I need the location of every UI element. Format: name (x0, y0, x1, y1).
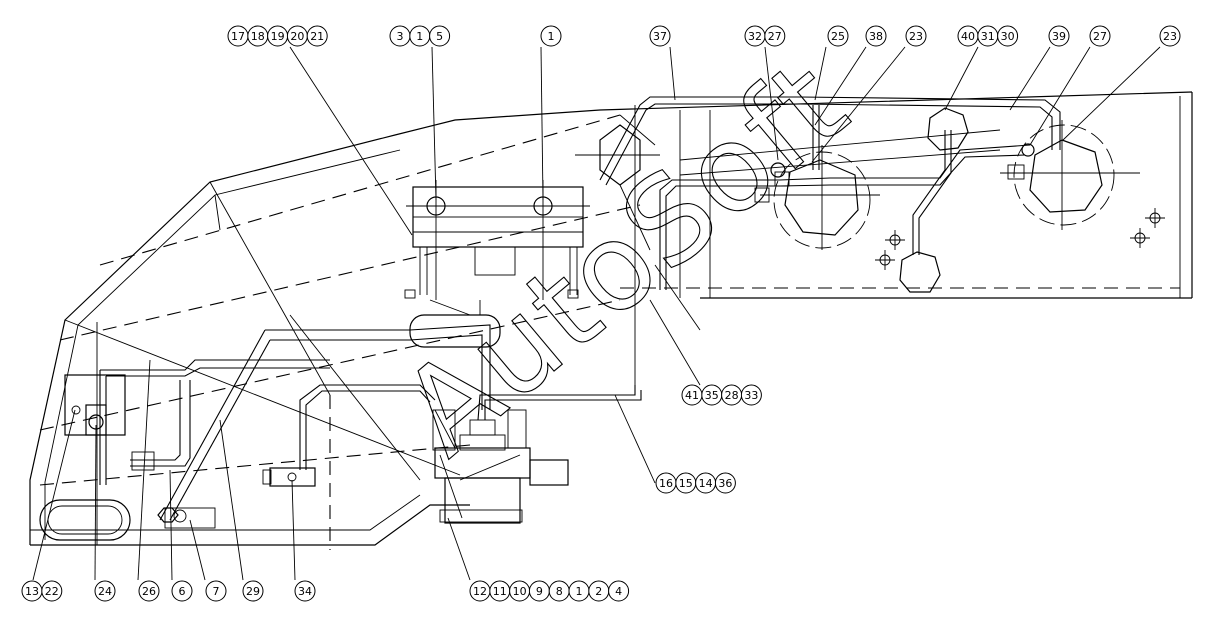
callout-label: 25 (831, 30, 845, 43)
callout-c-bot-3: 26 (138, 580, 160, 602)
callout-label: 23 (909, 30, 923, 43)
callout-label: 4 (615, 585, 622, 598)
callout-c-top-7: 38 (865, 25, 887, 47)
callout-c-top-9: 40 31 30 (957, 25, 1019, 47)
callout-label: 24 (98, 585, 112, 598)
callout-bubble (997, 25, 1019, 47)
callout-bubble (429, 25, 451, 47)
callout-bubble (865, 25, 887, 47)
callout-label: 5 (436, 30, 443, 43)
callout-bubble (1159, 25, 1181, 47)
callout-label: 17 (231, 30, 245, 43)
callout-label: 32 (748, 30, 762, 43)
callout-bubble (649, 25, 671, 47)
callout-bubble (294, 580, 316, 602)
callout-c-top-5: 32 27 (744, 25, 786, 47)
callout-label: 30 (1001, 30, 1015, 43)
callout-label: 26 (142, 585, 156, 598)
callout-c-mid-1: 41 35 28 33 (681, 384, 762, 406)
frame-outline (29, 91, 1193, 550)
callout-label: 37 (653, 30, 667, 43)
callout-label: 36 (718, 477, 732, 490)
callout-c-mid-2: 16 15 14 36 (655, 472, 736, 494)
callout-label: 2 (595, 585, 602, 598)
callout-label: 28 (725, 389, 739, 402)
callout-label: 9 (536, 585, 543, 598)
callout-label: 1 (576, 585, 583, 598)
callout-label: 13 (25, 585, 39, 598)
callout-label: 41 (685, 389, 699, 402)
callout-label: 1 (416, 30, 423, 43)
callout-label: 33 (744, 389, 758, 402)
callout-label: 8 (556, 585, 563, 598)
callout-label: 23 (1163, 30, 1177, 43)
callout-bubble (608, 580, 630, 602)
callout-bubble (905, 25, 927, 47)
right-components (575, 107, 1165, 293)
callout-c-top-3: 1 (540, 25, 562, 47)
callout-label: 35 (705, 389, 719, 402)
callout-bubble (138, 580, 160, 602)
callout-label: 21 (310, 30, 324, 43)
callout-c-top-8: 23 (905, 25, 927, 47)
callout-c-top-12: 23 (1159, 25, 1181, 47)
callout-c-top-6: 25 (827, 25, 849, 47)
callout-c-bot-6: 29 (242, 580, 264, 602)
callout-label: 18 (251, 30, 265, 43)
callout-bubble (205, 580, 227, 602)
callout-c-top-4: 37 (649, 25, 671, 47)
leader-lines (32, 46, 1161, 581)
callout-label: 11 (493, 585, 507, 598)
callout-bubble (764, 25, 786, 47)
callout-c-bot-5: 7 (205, 580, 227, 602)
callout-label: 6 (179, 585, 186, 598)
callout-label: 10 (513, 585, 527, 598)
callout-label: 34 (298, 585, 312, 598)
callout-label: 14 (699, 477, 713, 490)
callout-label: 19 (271, 30, 285, 43)
callout-label: 22 (45, 585, 59, 598)
callout-label: 3 (397, 30, 404, 43)
callout-c-bot-7: 34 (294, 580, 316, 602)
callout-label: 20 (290, 30, 304, 43)
callout-c-top-10: 39 (1048, 25, 1070, 47)
watermark-text: AutoSoft (377, 34, 873, 482)
callout-bubble (714, 472, 736, 494)
callout-label: 7 (213, 585, 220, 598)
callout-label: 27 (1093, 30, 1107, 43)
callout-label: 29 (246, 585, 260, 598)
callout-bubble (740, 384, 762, 406)
callout-bubble (242, 580, 264, 602)
callout-label: 27 (768, 30, 782, 43)
callout-c-bot-1: 13 22 (21, 580, 63, 602)
callout-bubble (540, 25, 562, 47)
callout-label: 31 (981, 30, 995, 43)
callout-c-bot-2: 24 (94, 580, 116, 602)
callout-label: 15 (679, 477, 693, 490)
callout-bubble (1089, 25, 1111, 47)
callout-label: 40 (961, 30, 975, 43)
callout-label: 1 (548, 30, 555, 43)
valve-block (432, 409, 569, 524)
callout-c-bot-4: 6 (171, 580, 193, 602)
callout-label: 38 (869, 30, 883, 43)
callout-label: 16 (659, 477, 673, 490)
pipe-runs (99, 96, 1061, 521)
callout-bubble (41, 580, 63, 602)
callout-bubble (306, 25, 328, 47)
callout-label: 12 (473, 585, 487, 598)
callout-bubble (1048, 25, 1070, 47)
callout-bubble (94, 580, 116, 602)
callout-bubble (827, 25, 849, 47)
callout-label: 39 (1052, 30, 1066, 43)
callout-c-top-11: 27 (1089, 25, 1111, 47)
callout-c-top-1: 17 18 19 20 21 (227, 25, 328, 47)
callout-bubble (171, 580, 193, 602)
